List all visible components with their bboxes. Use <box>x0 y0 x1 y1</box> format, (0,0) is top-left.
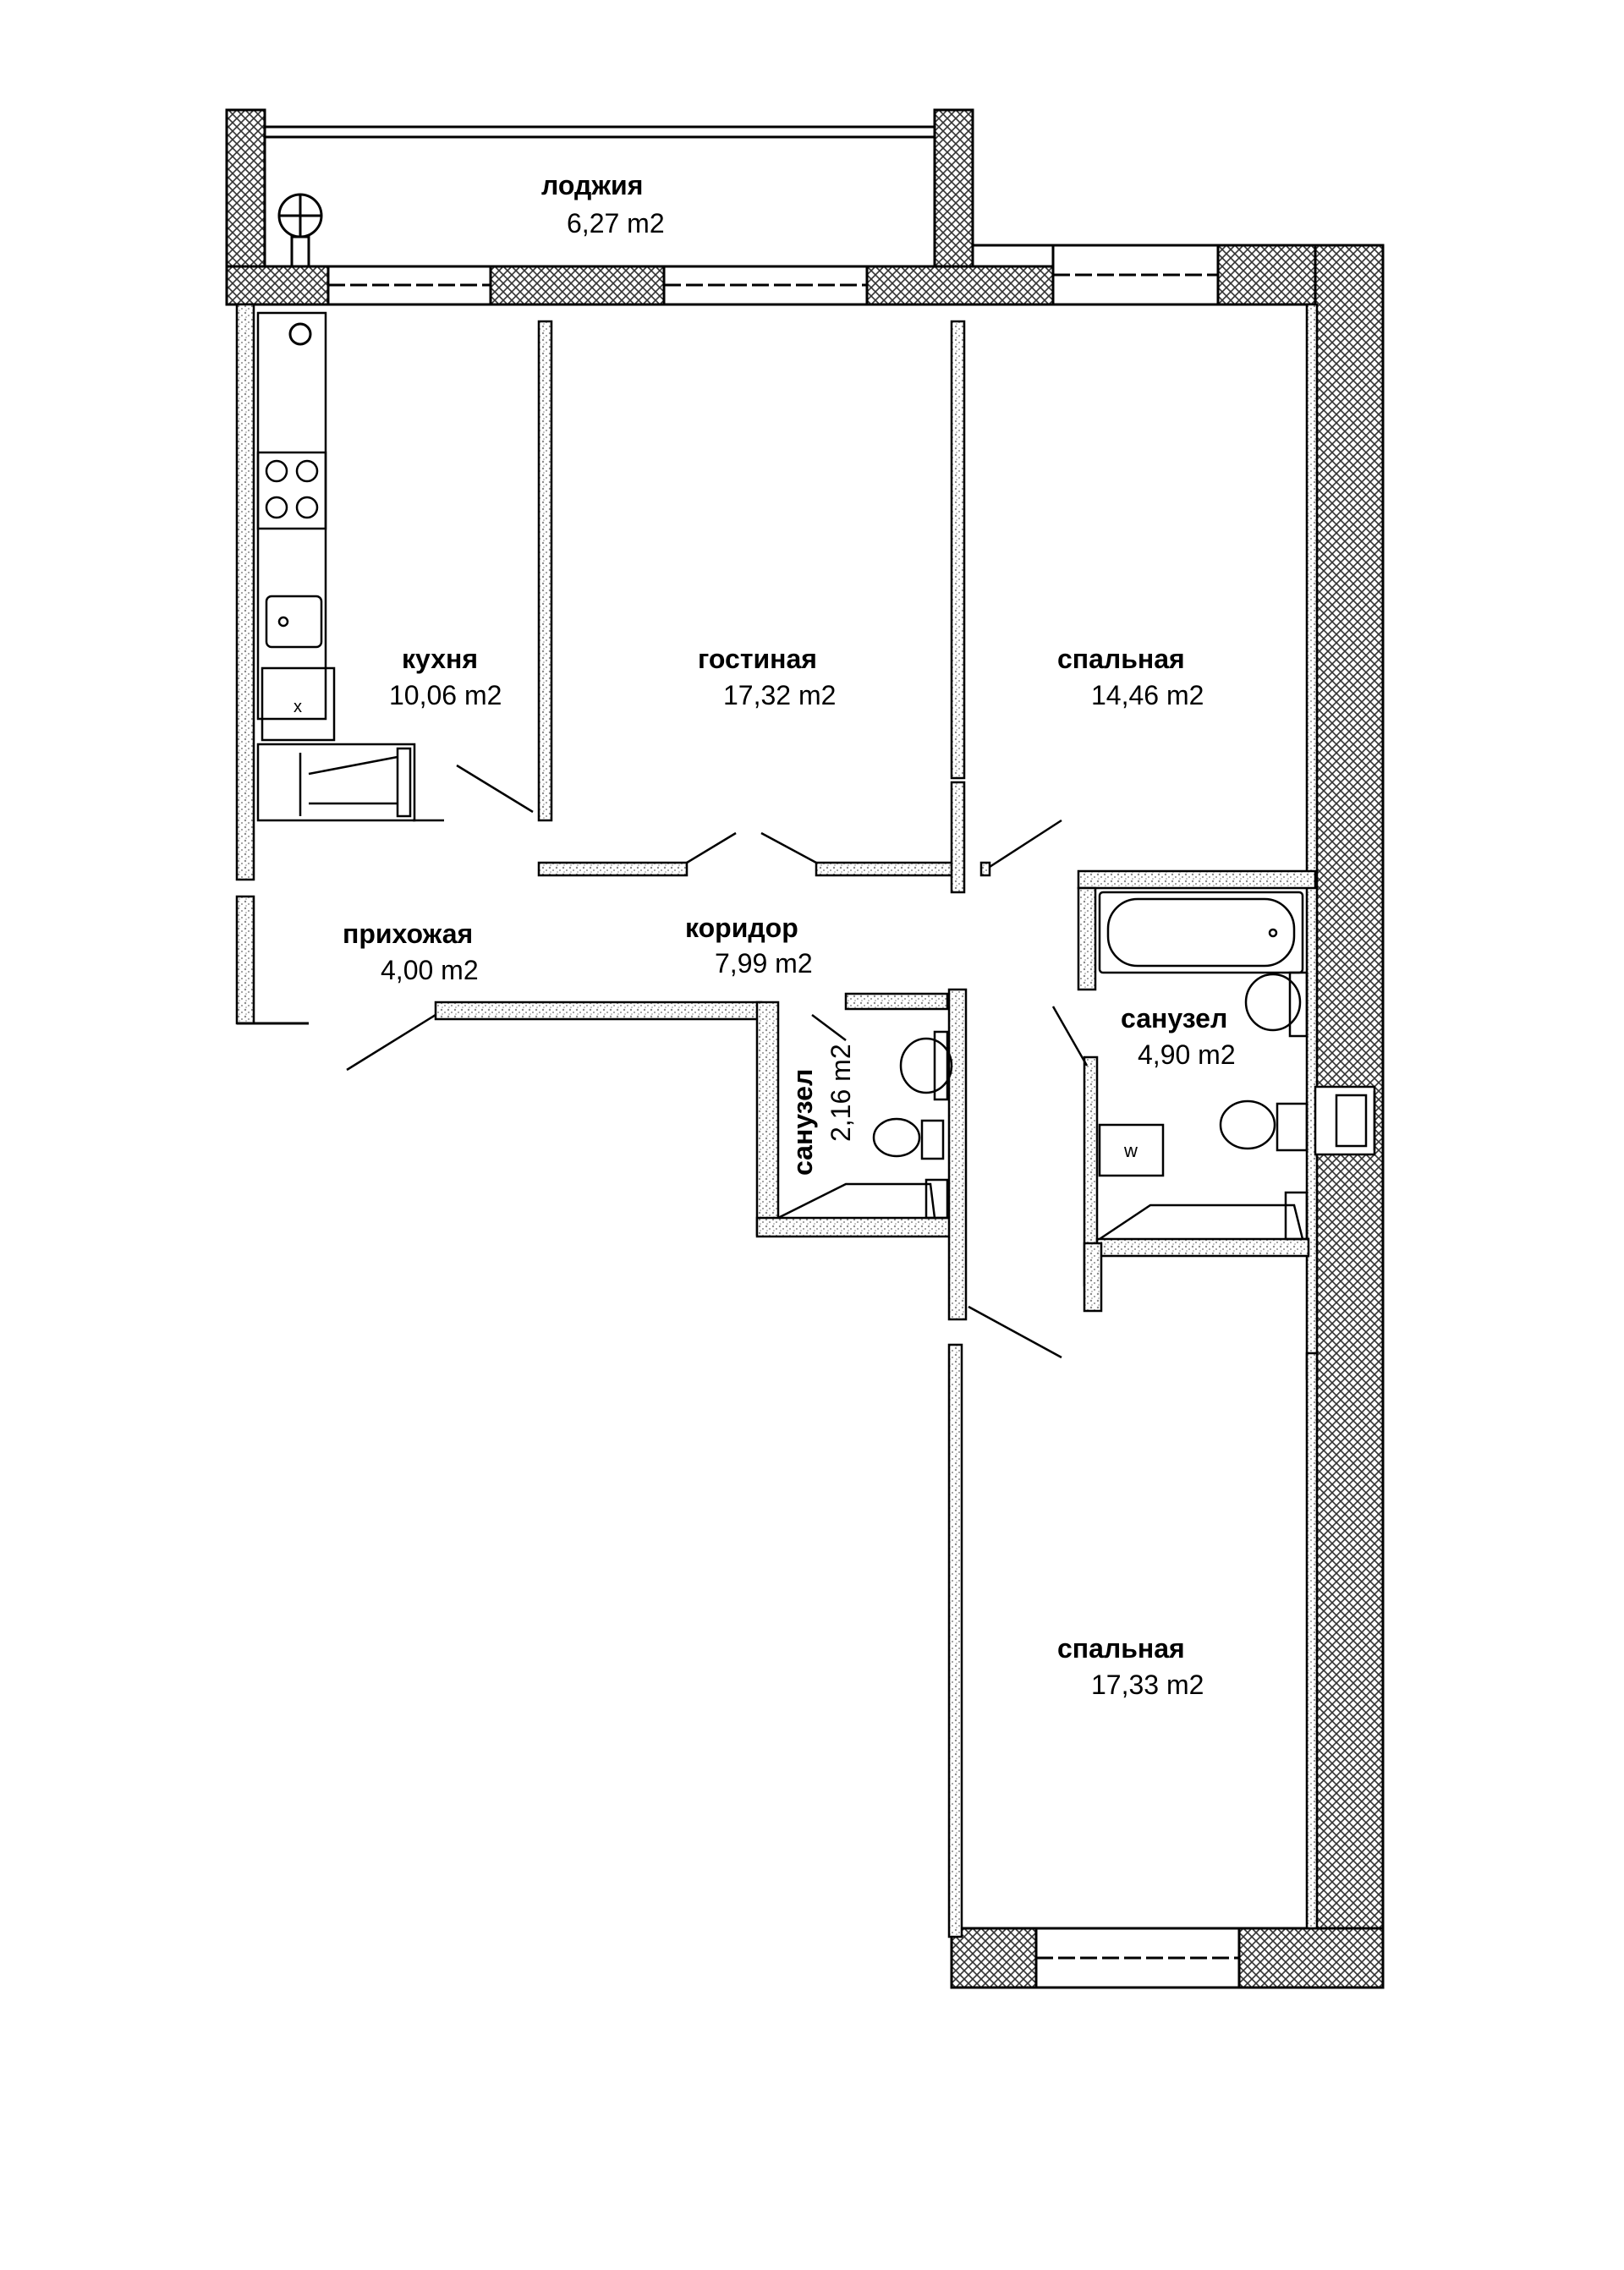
large-bath-top-wall <box>1077 869 1317 890</box>
corridor-bedroom-partition <box>947 1343 963 1938</box>
large-bath-fixtures: w <box>1098 891 1376 1241</box>
top-wall-segment <box>225 265 330 306</box>
boiler-icon <box>256 743 416 822</box>
interior-walls <box>235 303 1319 1938</box>
washer-icon <box>1098 1123 1165 1177</box>
room-name: коридор <box>685 913 798 943</box>
top-wall-segment <box>489 265 666 306</box>
bedroom-bottom-wall <box>979 861 991 877</box>
room-name: спальная <box>1057 1633 1185 1664</box>
room-area: 4,00 m2 <box>381 955 479 985</box>
room-labels: лоджия 6,27 m2 кухня 10,06 m2 гостиная 1… <box>343 170 1236 1700</box>
room-name: прихожая <box>343 918 473 949</box>
living-bedroom-partition <box>950 320 966 780</box>
room-name: гостиная <box>698 644 817 674</box>
room-area: 17,33 m2 <box>1091 1670 1204 1700</box>
washbasin-icon <box>1244 973 1302 1032</box>
bottom-wall-segment <box>950 1927 1038 1989</box>
doors <box>346 764 1089 1359</box>
room-area: 10,06 m2 <box>389 680 502 710</box>
room-area: 6,27 m2 <box>567 208 665 239</box>
kitchen-living-partition <box>537 320 553 822</box>
small-bath-bottom-wall <box>755 1216 953 1238</box>
stove-icon <box>256 451 327 530</box>
living-bottom-wall <box>815 861 957 877</box>
toilet-icon <box>872 1117 921 1158</box>
bedroom2-door <box>968 1305 1062 1359</box>
room-label-hall: прихожая 4,00 m2 <box>343 918 479 985</box>
washer-label: w <box>1123 1140 1138 1161</box>
living-bottom-wall <box>537 861 689 877</box>
room-label-loggia: лоджия 6,27 m2 <box>541 170 665 239</box>
room-label-living: гостиная 17,32 m2 <box>698 644 836 710</box>
bedroom2-right-inner-wall <box>1305 1352 1319 1930</box>
sink-icon <box>265 595 323 649</box>
living-door-right <box>760 831 817 864</box>
loggia-right-wall <box>933 108 974 272</box>
small-bath-left-wall <box>755 1001 780 1236</box>
hall-left-wall <box>235 895 255 1025</box>
room-name: санузел <box>787 1069 818 1176</box>
room-label-kitchen: кухня 10,06 m2 <box>389 644 502 710</box>
small-bath-top-wall <box>844 992 949 1011</box>
windows <box>326 244 1241 1989</box>
entrance-door <box>346 1013 436 1072</box>
room-name: лоджия <box>541 170 643 200</box>
room-area: 7,99 m2 <box>715 948 813 979</box>
fridge-icon <box>261 666 336 742</box>
bedroom1-right-inner-wall <box>1305 303 1319 1380</box>
fridge-label: x <box>294 698 302 716</box>
small-bath-fixtures <box>777 1030 953 1220</box>
room-name: спальная <box>1057 644 1185 674</box>
living-bedroom-partition <box>950 781 966 894</box>
kitchen-left-wall <box>235 303 255 881</box>
room-name: кухня <box>402 644 478 674</box>
large-bath-bottom-wall <box>1095 1237 1310 1258</box>
room-label-bathroom-large: санузел 4,90 m2 <box>1121 1003 1236 1070</box>
room-name: санузел <box>1121 1003 1227 1034</box>
bedroom1-door <box>989 819 1062 869</box>
kitchen-door <box>456 764 534 814</box>
bottom-wall-segment <box>1237 1927 1385 1989</box>
kitchen-counter <box>256 311 327 721</box>
corridor-bedroom-partition <box>947 988 968 1321</box>
small-bath-door <box>811 1014 847 1041</box>
bathtub-icon <box>1098 891 1304 974</box>
washbasin-icon <box>899 1037 953 1094</box>
toilet-icon <box>1219 1099 1276 1150</box>
living-door-left <box>686 831 737 864</box>
room-label-bedroom1: спальная 14,46 m2 <box>1057 644 1204 710</box>
room-area: 14,46 m2 <box>1091 680 1204 710</box>
room-label-bedroom2: спальная 17,33 m2 <box>1057 1633 1204 1700</box>
room-label-bathroom-small: санузел 2,16 m2 <box>787 1044 856 1176</box>
room-area: 2,16 m2 <box>826 1044 856 1142</box>
vent-pipe-icon <box>277 193 323 346</box>
room-area: 4,90 m2 <box>1138 1039 1236 1070</box>
corridor-bottom-wall <box>434 1001 763 1021</box>
top-wall-segment <box>865 265 1055 306</box>
room-label-corridor: коридор 7,99 m2 <box>685 913 813 979</box>
kitchen-fixtures: x <box>256 311 444 822</box>
large-bath-left-wall <box>1077 886 1097 991</box>
large-bath-bottom-wall <box>1083 1242 1103 1313</box>
room-area: 17,32 m2 <box>723 680 836 710</box>
large-bath-door <box>1051 1006 1089 1066</box>
vent-box <box>1314 1085 1376 1156</box>
